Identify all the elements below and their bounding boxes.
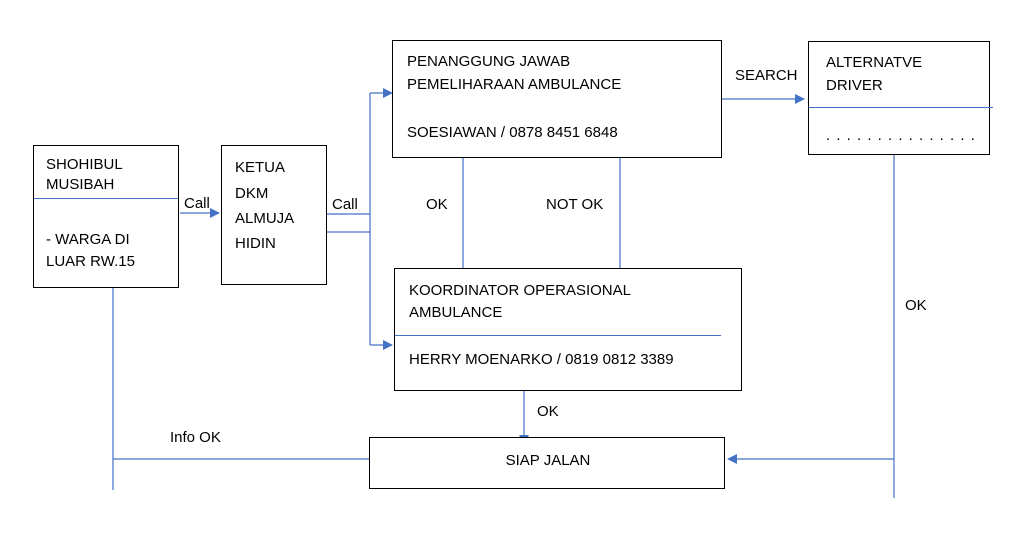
- ketua-line2: DKM: [235, 185, 269, 202]
- alternative-separator: [809, 107, 993, 108]
- ketua-line1: KETUA: [235, 159, 286, 176]
- shohibul-separator: [34, 198, 178, 199]
- koordinator-contact: HERRY MOENARKO / 0819 0812 3389: [409, 351, 674, 368]
- penanggung-title-line2: PEMELIHARAAN AMBULANCE: [407, 76, 622, 93]
- edge-label-call-2: Call: [332, 196, 358, 213]
- koordinator-separator: [395, 335, 721, 336]
- edge-label-info-ok: Info OK: [170, 429, 221, 446]
- penanggung-title-line1: PENANGGUNG JAWAB: [407, 53, 571, 70]
- shohibul-body-line2: LUAR RW.15: [46, 253, 135, 270]
- edge-label-search: SEARCH: [735, 67, 798, 84]
- ketua-dkm-box: KETUA DKM ALMUJA HIDIN: [221, 145, 327, 285]
- ketua-line3: ALMUJA: [235, 210, 295, 227]
- penanggung-contact: SOESIAWAN / 0878 8451 6848: [407, 124, 618, 141]
- alternative-title-line2: DRIVER: [826, 77, 883, 94]
- alternative-title-line1: ALTERNATVE: [826, 54, 923, 71]
- koordinator-operasional-box: KOORDINATOR OPERASIONAL AMBULANCE HERRY …: [394, 268, 742, 391]
- alternative-driver-box: ALTERNATVE DRIVER . . . . . . . . . . . …: [808, 41, 993, 155]
- shohibul-body-line1: - WARGA DI: [46, 231, 130, 248]
- edge-label-ok-right: OK: [905, 297, 927, 314]
- edge-label-ok-down: OK: [426, 196, 448, 213]
- alternative-placeholder: . . . . . . . . . . . . . . .: [826, 127, 976, 144]
- koordinator-title-line2: AMBULANCE: [409, 304, 503, 321]
- edge-label-ok-bottom: OK: [537, 403, 559, 420]
- shohibul-title-line2: MUSIBAH: [46, 176, 115, 193]
- koordinator-title-line1: KOORDINATOR OPERASIONAL: [409, 282, 631, 299]
- edge-label-not-ok: NOT OK: [546, 196, 604, 213]
- shohibul-musibah-box: SHOHIBUL MUSIBAH - WARGA DI LUAR RW.15: [33, 145, 179, 288]
- shohibul-title-line1: SHOHIBUL: [46, 156, 123, 173]
- ketua-line4: HIDIN: [235, 235, 276, 252]
- siap-jalan-box: SIAP JALAN: [369, 437, 725, 489]
- penanggung-jawab-box: PENANGGUNG JAWAB PEMELIHARAAN AMBULANCE …: [392, 40, 722, 158]
- edge-label-call-1: Call: [184, 195, 210, 212]
- siap-jalan-label: SIAP JALAN: [505, 452, 591, 469]
